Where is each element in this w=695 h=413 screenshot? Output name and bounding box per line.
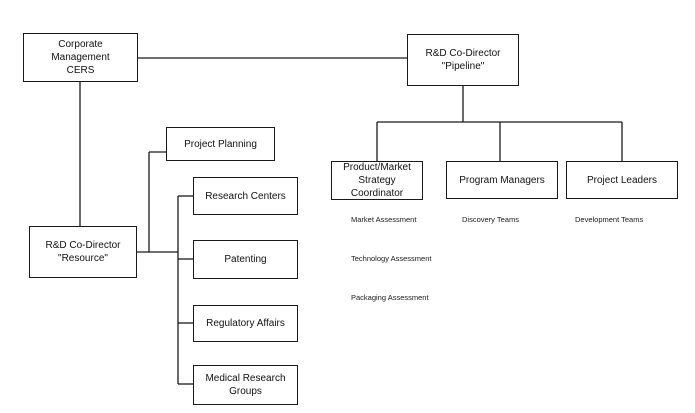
- technology-assessment-note: Technology Assessment: [351, 254, 432, 263]
- corporate-management-label: Corporate Management CERS: [51, 39, 110, 76]
- product-market-strategy-label: Product/Market Strategy Coordinator: [343, 162, 411, 199]
- research-centers-label: Research Centers: [205, 190, 286, 202]
- resource-label: R&D Co-Director "Resource": [45, 240, 121, 264]
- project-planning-label: Project Planning: [184, 138, 257, 150]
- packaging-assessment-note: Packaging Assessment: [351, 293, 429, 302]
- discovery-teams-note: Discovery Teams: [462, 215, 519, 224]
- patenting-label: Patenting: [224, 254, 267, 265]
- product-market-strategy-box: Product/Market Strategy Coordinator: [331, 161, 423, 200]
- regulatory-affairs-label: Regulatory Affairs: [206, 318, 285, 329]
- market-assessment-note: Market Assessment: [351, 215, 417, 224]
- medical-research-groups-label: Medical Research Groups: [205, 373, 286, 397]
- project-leaders-label: Project Leaders: [586, 174, 658, 186]
- regulatory-affairs-box: Regulatory Affairs: [193, 305, 298, 342]
- research-centers-box: Research Centers: [193, 177, 298, 215]
- medical-research-groups-box: Medical Research Groups: [193, 365, 298, 405]
- program-managers-box: Program Managers: [446, 161, 558, 199]
- patenting-box: Patenting: [193, 240, 298, 279]
- development-teams-note: Development Teams: [575, 215, 644, 224]
- rd-co-director-pipeline-box: R&D Co-Director "Pipeline": [407, 34, 519, 86]
- project-planning-box: Project Planning: [166, 127, 275, 161]
- corporate-management-box: Corporate Management CERS: [23, 33, 138, 82]
- rd-co-director-resource-box: R&D Co-Director "Resource": [29, 226, 137, 278]
- project-leaders-box: Project Leaders: [566, 161, 678, 199]
- program-managers-label: Program Managers: [459, 174, 545, 186]
- pipeline-label: R&D Co-Director "Pipeline": [425, 48, 501, 72]
